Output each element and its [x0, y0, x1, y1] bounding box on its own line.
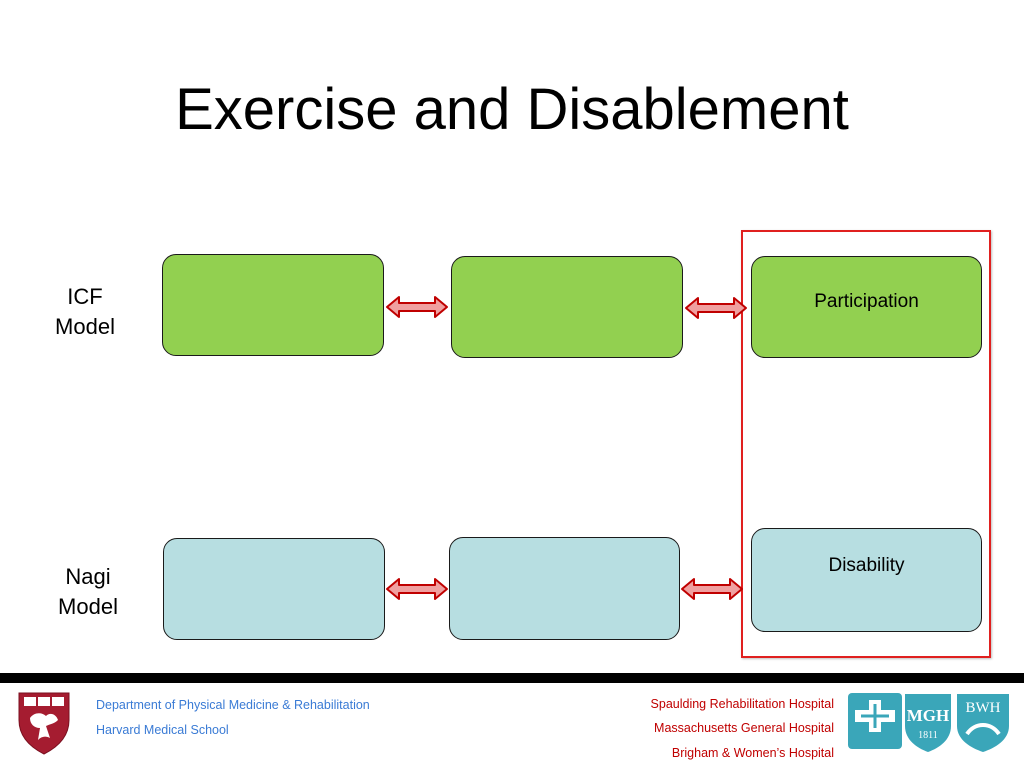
double-arrow-icon: [681, 578, 743, 600]
nagi-model-label: Nagi Model: [43, 562, 133, 622]
bwh-logo-text: BWH: [966, 700, 1001, 716]
mgh-logo-year: 1811: [918, 730, 938, 741]
footer-bwh: Brigham & Women’s Hospital: [671, 746, 834, 760]
hospital-logos: MGH 1811 BWH: [848, 693, 1009, 752]
footer-school: Harvard Medical School: [96, 723, 229, 737]
highlight-frame: [741, 230, 991, 658]
nagi-label-line1: Nagi: [65, 564, 111, 589]
double-arrow-icon: [685, 297, 747, 319]
disability-label: Disability: [828, 555, 905, 576]
mgh-logo-icon: MGH 1811: [905, 694, 951, 752]
harvard-shield-icon: [18, 692, 70, 755]
footer-spaulding: Spaulding Rehabilitation Hospital: [650, 697, 834, 711]
nagi-box-2: [449, 537, 680, 640]
icf-box-1: [162, 254, 384, 356]
footer-mgh: Massachusetts General Hospital: [654, 721, 834, 735]
footer-divider: [0, 673, 1024, 683]
icf-box-2: [451, 256, 683, 358]
slide-title: Exercise and Disablement: [175, 77, 849, 142]
spaulding-logo-icon: [848, 693, 902, 749]
mgh-logo-text: MGH: [907, 706, 950, 725]
double-arrow-icon: [386, 296, 448, 318]
nagi-box-disability: Disability: [751, 528, 982, 632]
bwh-logo-icon: BWH: [957, 694, 1009, 752]
icf-box-participation: Participation: [751, 256, 982, 358]
participation-label: Participation: [814, 291, 919, 312]
nagi-box-1: [163, 538, 385, 640]
icf-model-label: ICF Model: [40, 282, 130, 342]
footer-department: Department of Physical Medicine & Rehabi…: [96, 698, 370, 712]
icf-label-line1: ICF: [67, 284, 103, 309]
icf-label-line2: Model: [55, 314, 115, 339]
nagi-label-line2: Model: [58, 594, 118, 619]
double-arrow-icon: [386, 578, 448, 600]
